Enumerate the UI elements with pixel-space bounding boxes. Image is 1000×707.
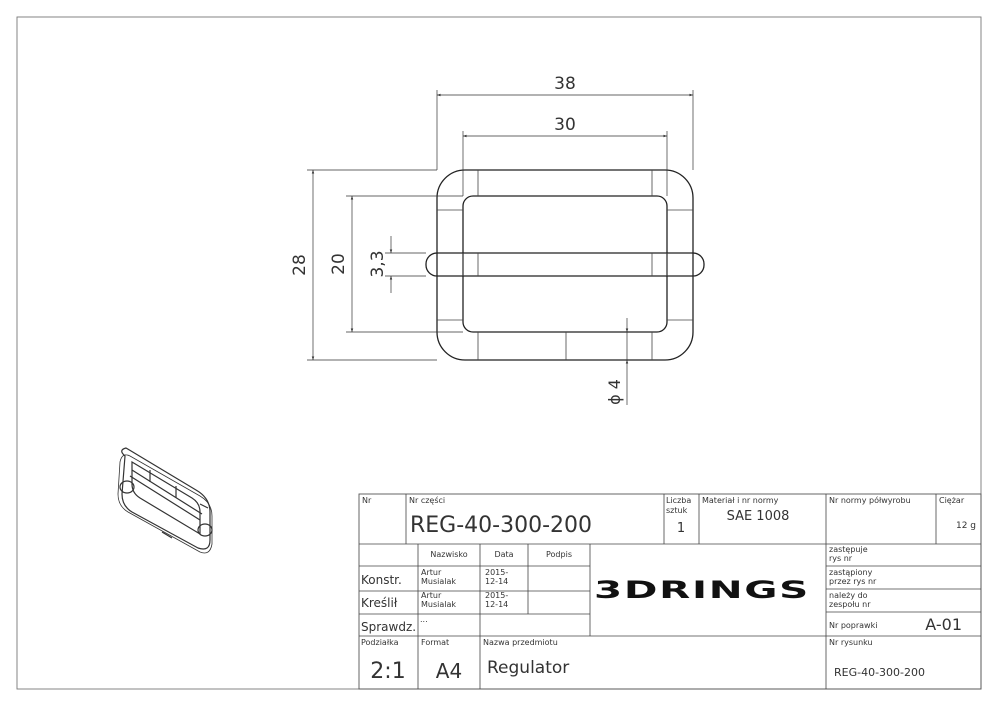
dim-bar-height: 3,3: [368, 250, 388, 277]
label-signature: Podpis: [546, 550, 572, 559]
isometric-view: [117, 447, 213, 554]
quantity-value: 1: [677, 521, 685, 536]
dim-height-inner: 20: [329, 253, 349, 275]
label-item-name: Nazwa przedmiotu: [483, 638, 558, 647]
label-part-no: Nr części: [409, 495, 445, 505]
weight-value: 12 g: [956, 521, 976, 531]
row-constructor: Konstr.: [361, 573, 402, 587]
label-revision: Nr poprawki: [829, 621, 877, 630]
label-belongs-to: należy do: [829, 591, 868, 600]
constructor-date-2: 12-14: [485, 577, 508, 586]
drafter-last-name: Musialak: [421, 600, 456, 609]
label-nr: Nr: [362, 496, 372, 505]
constructor-first-name: Artur: [421, 568, 442, 577]
checker-value: ...: [420, 615, 428, 624]
dim-width-inner: 30: [554, 115, 576, 135]
dimensions: 38 30 28 20 3,3 ϕ 4: [290, 74, 694, 405]
label-replaced-by-2: przez rys nr: [829, 577, 877, 586]
label-belongs-to-2: zespołu nr: [829, 600, 871, 609]
label-surname: Nazwisko: [430, 550, 467, 559]
label-format: Format: [421, 638, 449, 647]
label-material: Materiał i nr normy: [702, 496, 779, 505]
label-replaces: zastępuje: [829, 545, 868, 554]
label-quantity-2: sztuk: [666, 506, 688, 515]
constructor-last-name: Musialak: [421, 577, 456, 586]
dim-wire-diameter: ϕ 4: [605, 379, 624, 405]
drafter-date-2: 12-14: [485, 600, 508, 609]
dim-height-outer: 28: [290, 254, 310, 276]
title-block: Nr Nr części REG-40-300-200 Liczba sztuk…: [358, 493, 982, 690]
dim-width-outer: 38: [554, 74, 576, 94]
scale-value: 2:1: [370, 659, 405, 684]
drawing-number: REG-40-300-200: [834, 666, 925, 679]
frame-outer: [436, 169, 694, 361]
row-checker: Sprawdz.: [361, 620, 416, 634]
label-weight: Ciężar: [939, 496, 965, 505]
row-drafter: Kreślił: [361, 596, 398, 610]
revision-value: A-01: [925, 615, 962, 634]
label-semi-norm: Nr normy półwyrobu: [829, 495, 911, 505]
item-name: Regulator: [487, 658, 569, 678]
label-date: Data: [494, 550, 513, 559]
label-quantity: Liczba: [666, 496, 691, 505]
material-value: SAE 1008: [727, 509, 790, 524]
label-replaced-by: zastąpiony: [829, 568, 873, 577]
sheet-border: [16, 16, 982, 690]
label-scale: Podziałka: [361, 638, 399, 647]
label-drawing-no: Nr rysunku: [829, 638, 873, 647]
company-logo: 3DRINGS: [594, 576, 810, 604]
drafter-first-name: Artur: [421, 591, 442, 600]
part-number: REG-40-300-200: [410, 513, 592, 538]
constructor-date-1: 2015-: [485, 568, 508, 577]
format-value: A4: [436, 659, 462, 683]
label-replaces-2: rys nr: [829, 554, 853, 563]
front-view: [425, 169, 705, 361]
frame-inner: [462, 195, 668, 333]
slide-bar: [425, 252, 705, 277]
drafter-date-1: 2015-: [485, 591, 508, 600]
